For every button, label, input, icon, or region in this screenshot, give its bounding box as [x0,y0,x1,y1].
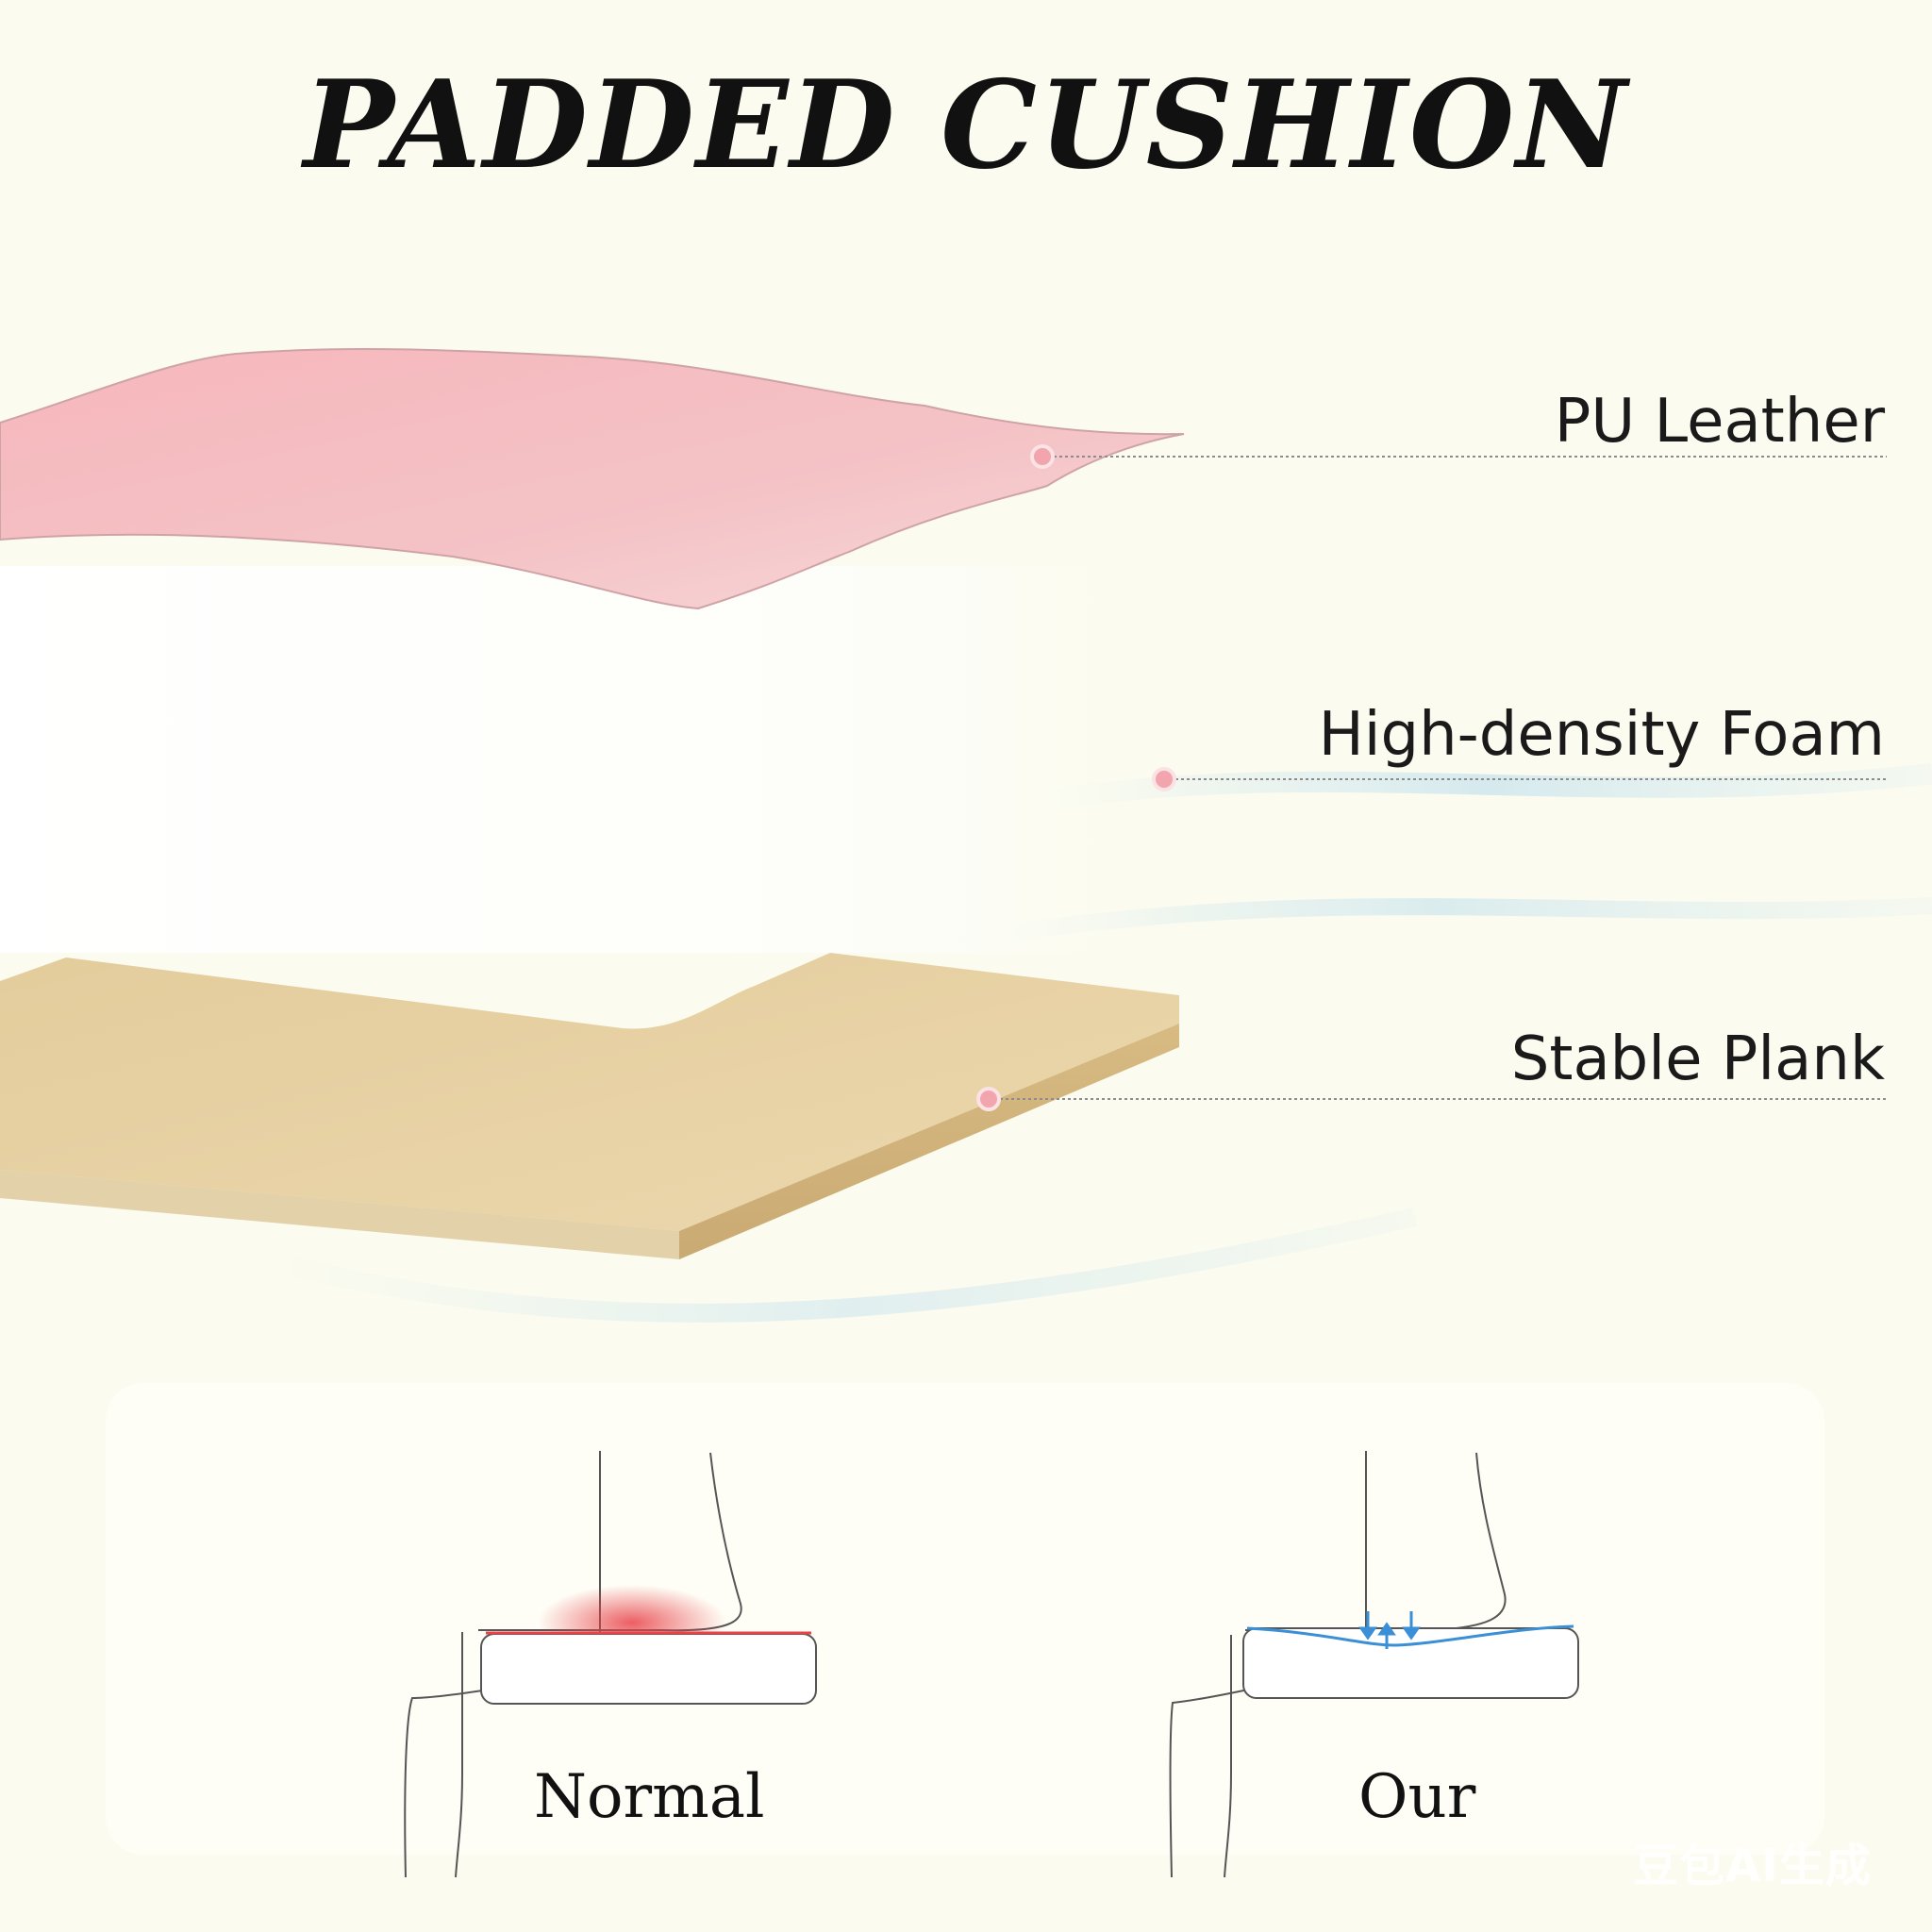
marker-dot [976,1087,1001,1111]
page-title: PADDED CUSHION [303,55,1629,196]
leather-layer-sheet [0,347,1185,610]
foam-layer-block [0,566,1179,953]
label-high-density-foam: High-density Foam [1318,700,1885,770]
watermark: 豆包AI生成 [1632,1840,1872,1892]
label-stable-plank: Stable Plank [1510,1024,1885,1094]
label-pu-leather: PU Leather [1554,387,1885,457]
comparison-panel [106,1383,1824,1855]
wind-swoosh [280,1208,1418,1323]
wood-plank-top [0,953,1179,1231]
marker-dot [1030,444,1055,469]
marker-dot [1152,767,1176,791]
caption-our: Our [1358,1762,1476,1832]
wood-plank-edge [679,1024,1179,1259]
caption-normal: Normal [534,1762,765,1832]
wood-plank-bottom-edge [0,1170,679,1259]
